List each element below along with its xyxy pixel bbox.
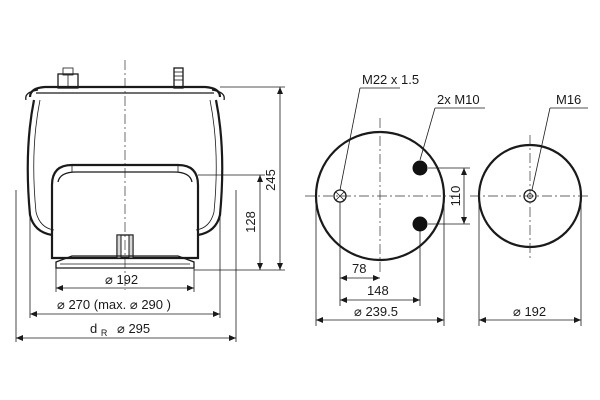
dim-bellow-diameter-close: ) [167, 297, 171, 312]
dim-top-plate-diameter: ⌀ 239.5 [315, 196, 445, 326]
stud-upper [412, 160, 428, 176]
thread-center-label: M16 [556, 92, 581, 107]
dim-dr-sub: R [101, 328, 108, 338]
dim-height-piston-label: 128 [243, 211, 258, 233]
center-port-m16: M16 [523, 92, 588, 203]
dim-bellow-diameter: ⌀ 270 (max. ⌀ 290 ) [30, 297, 220, 317]
svg-text:⌀ 239.5: ⌀ 239.5 [354, 304, 398, 319]
diameter-symbol: ⌀ [117, 321, 125, 336]
diameter-symbol: ⌀ [513, 304, 521, 319]
svg-text:⌀ 192: ⌀ 192 [513, 304, 546, 319]
dim-height-piston: 128 [243, 175, 263, 270]
dim-dr: d R ⌀ 295 [16, 321, 236, 341]
studs-m10: 2x M10 [412, 92, 485, 232]
dim-offset-pair: 148 [340, 231, 421, 306]
dim-bottom-plate-diameter-label: 192 [524, 304, 546, 319]
dim-top-plate-diameter-label: 239.5 [365, 304, 398, 319]
bottom-view: M16 ⌀ 192 [470, 92, 590, 326]
dim-bottom-plate-diameter: ⌀ 192 [478, 196, 582, 326]
diameter-symbol: ⌀ [130, 297, 138, 312]
dim-dr-value: 295 [128, 321, 150, 336]
stud-lower [412, 216, 428, 232]
dim-offset-pair-label: 148 [367, 283, 389, 298]
dim-dr-prefix: d [90, 321, 97, 336]
dim-bellow-diameter-max-label: 290 [141, 297, 163, 312]
diameter-symbol: ⌀ [57, 297, 65, 312]
dim-height-total: 245 [263, 87, 283, 270]
thread-main-label: M22 x 1.5 [362, 72, 419, 87]
mounting-stud [173, 67, 184, 89]
dim-bolt-spacing: 110 [428, 167, 470, 225]
air-connector [57, 67, 79, 89]
svg-text:d R ⌀: d R ⌀ 295 [90, 321, 150, 339]
diameter-symbol: ⌀ [354, 304, 362, 319]
dim-height-total-label: 245 [263, 169, 278, 191]
piston [50, 163, 200, 269]
dim-offset-main-label: 78 [352, 261, 366, 276]
dim-piston-diameter: ⌀ 192 [56, 272, 194, 291]
dim-bolt-spacing-label: 110 [448, 186, 463, 207]
svg-text:⌀ 192: ⌀ 192 [105, 272, 138, 287]
dim-piston-diameter-label: 192 [116, 272, 138, 287]
dim-bellow-diameter-label: 270 (max. [68, 297, 129, 312]
top-plate [25, 85, 225, 101]
top-view: M22 x 1.5 2x M10 110 78 148 [305, 72, 485, 326]
thread-pair-label: 2x M10 [437, 92, 480, 107]
svg-text:⌀ 270 (max. ⌀: ⌀ 270 (max. ⌀ 290 ) [57, 297, 171, 312]
diameter-symbol: ⌀ [105, 272, 113, 287]
bellow [26, 99, 224, 237]
dim-offset-main: 78 [339, 202, 380, 306]
side-view: 245 128 ⌀ 192 ⌀ 270 (max. ⌀ 290 ) [15, 60, 285, 342]
